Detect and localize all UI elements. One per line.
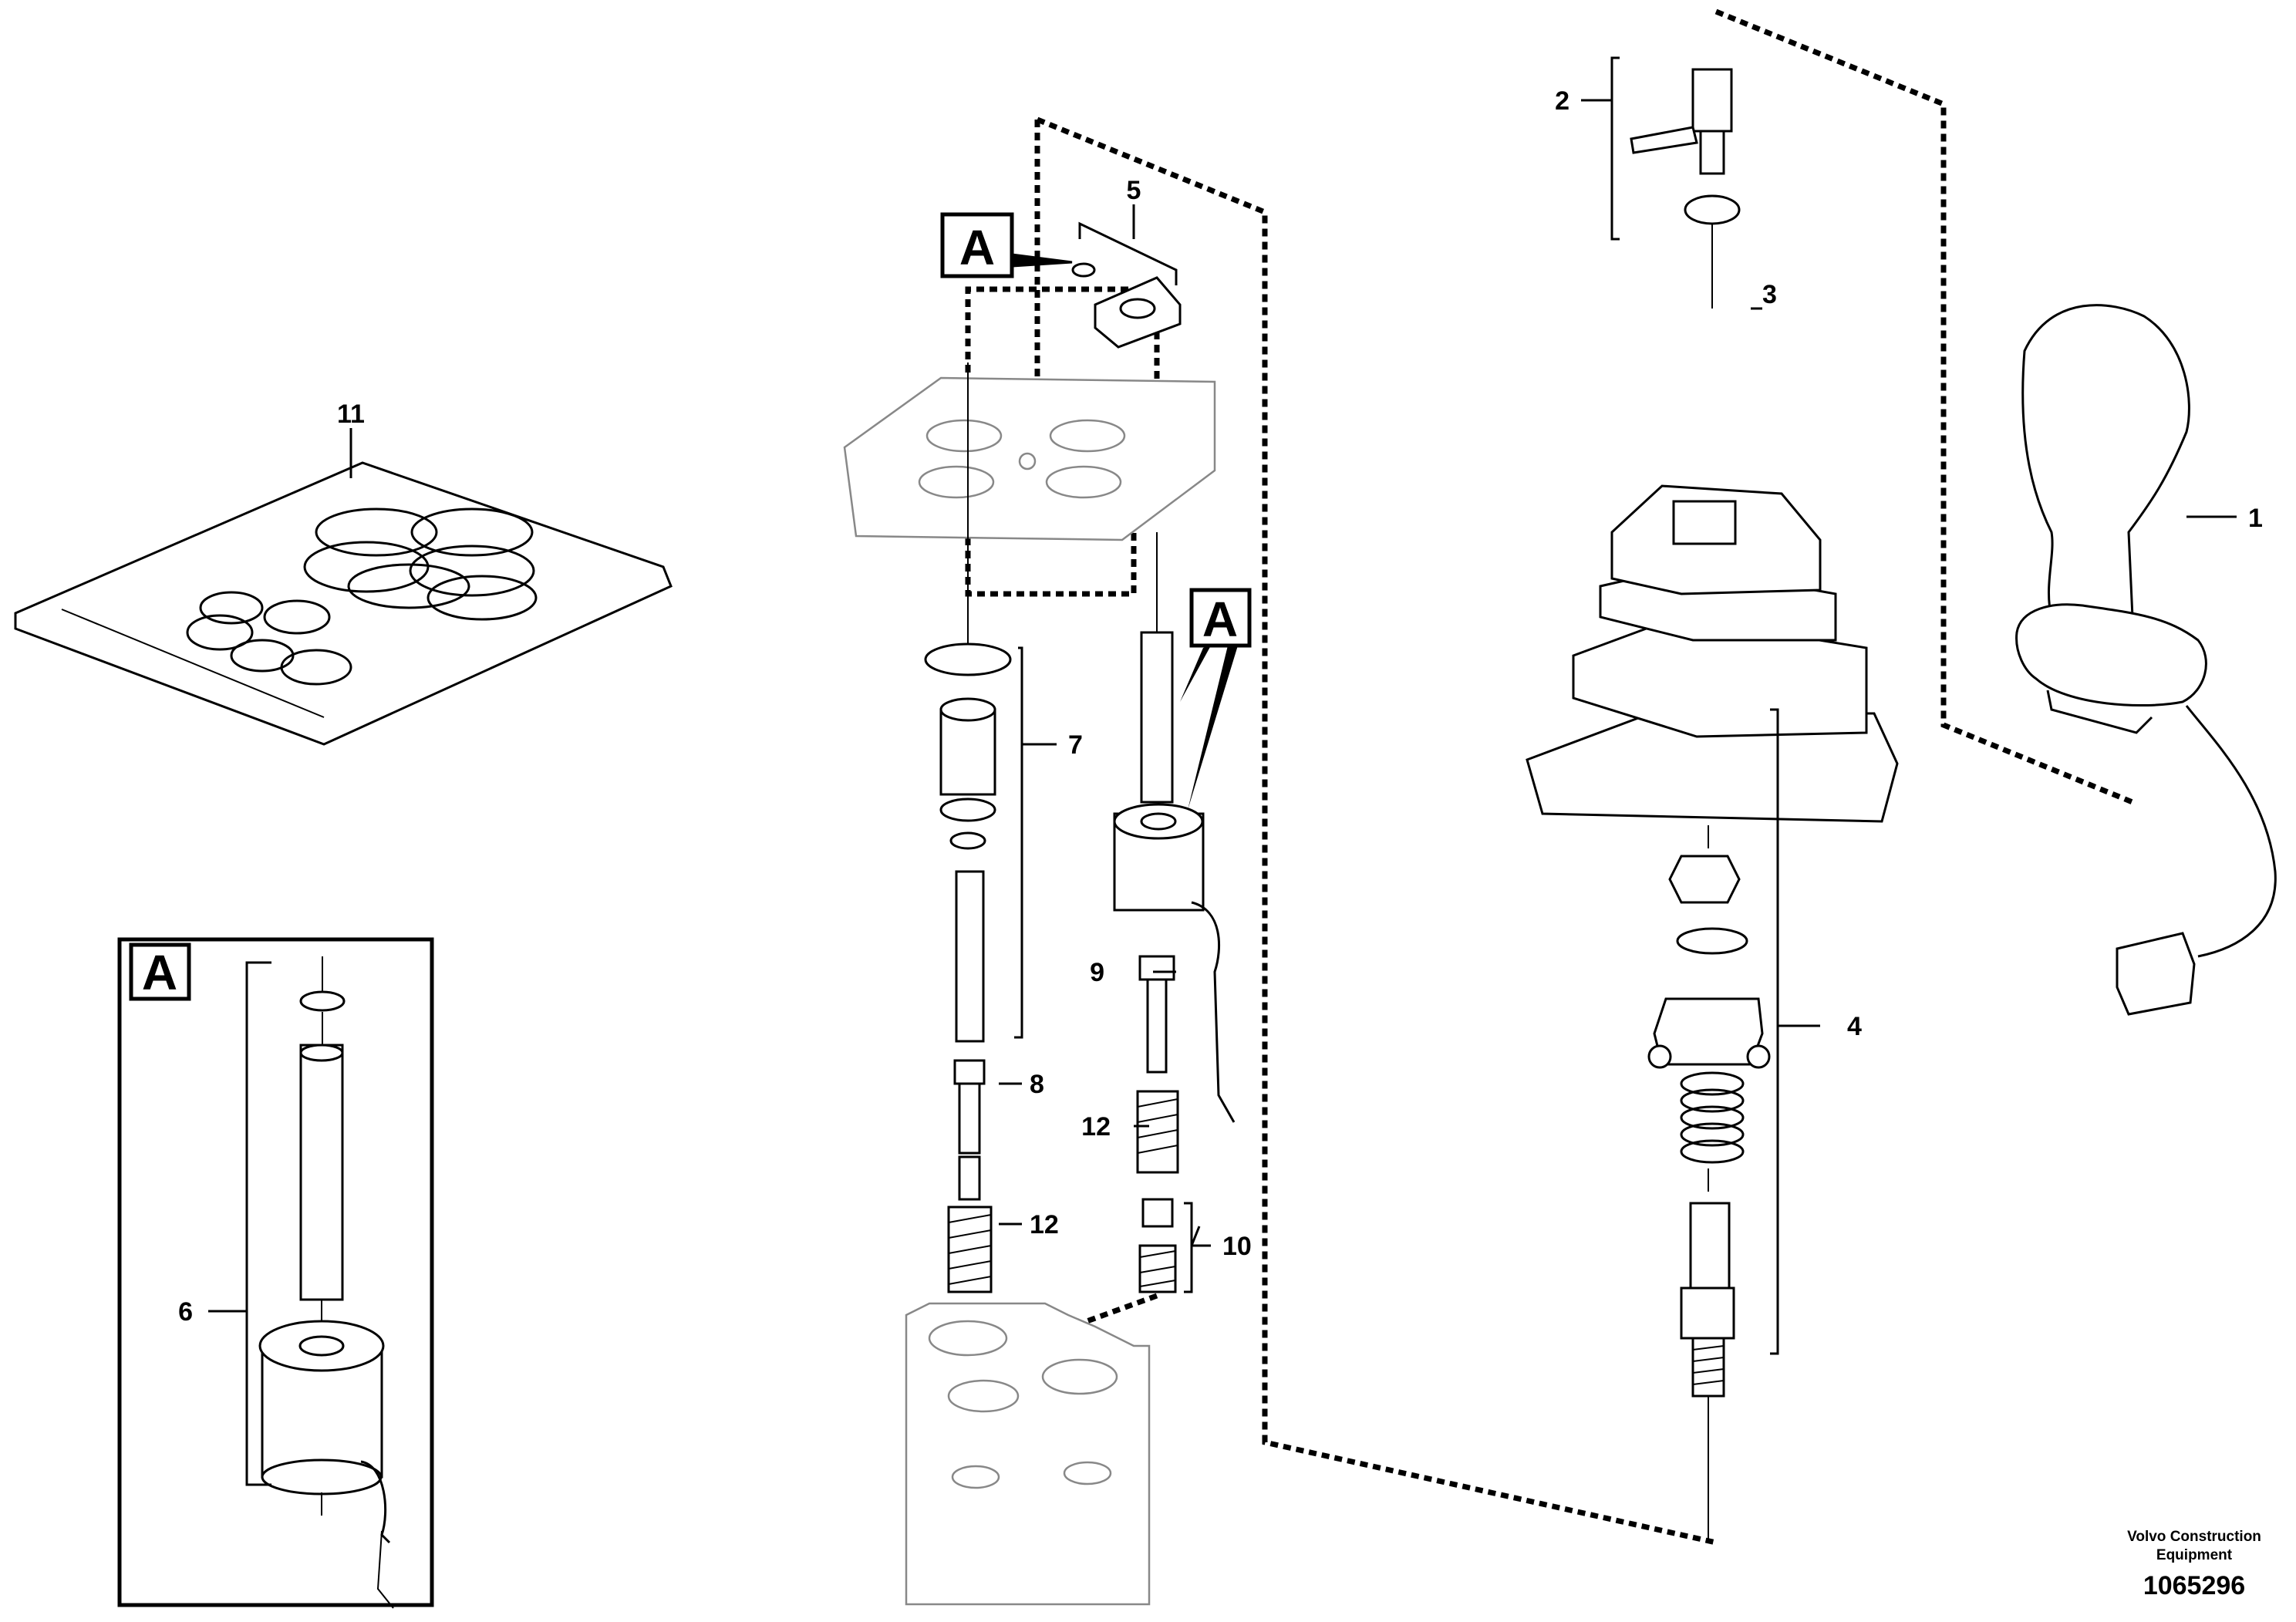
drawing-footer: Volvo Construction Equipment 1065296 bbox=[2127, 1529, 2261, 1600]
callout-5: 5 bbox=[1127, 176, 1141, 205]
detail-ref-right: A bbox=[1202, 592, 1238, 647]
company-name-line1: Volvo Construction bbox=[2127, 1529, 2261, 1545]
callout-10: 10 bbox=[1222, 1232, 1252, 1261]
callout-3: 3 bbox=[1762, 280, 1777, 309]
callout-12-left: 12 bbox=[1030, 1210, 1059, 1239]
detail-reference-labels: A A A bbox=[142, 220, 1238, 1000]
callout-labels: 1 2 3 4 5 6 7 8 9 10 11 12 12 bbox=[178, 86, 2263, 1327]
detail-ref-top: A bbox=[959, 220, 995, 275]
callout-7: 7 bbox=[1068, 730, 1083, 760]
seal-kit-bag bbox=[14, 461, 673, 746]
detail-ref-inset: A bbox=[142, 945, 177, 1000]
joystick-handle bbox=[2015, 304, 2277, 1016]
callout-4: 4 bbox=[1847, 1012, 1862, 1041]
drawing-number: 1065296 bbox=[2143, 1571, 2245, 1600]
callout-6: 6 bbox=[178, 1297, 193, 1327]
valve-stack-assembly bbox=[843, 212, 1252, 1606]
callout-8: 8 bbox=[1030, 1070, 1044, 1099]
callout-11: 11 bbox=[337, 400, 365, 429]
callout-9: 9 bbox=[1090, 958, 1104, 987]
boot-and-shaft-assembly bbox=[1526, 56, 1899, 1543]
callout-leaders bbox=[349, 204, 1762, 1226]
callout-2: 2 bbox=[1555, 86, 1569, 116]
callout-12-right: 12 bbox=[1081, 1112, 1111, 1141]
company-name-line2: Equipment bbox=[2156, 1547, 2233, 1563]
callout-1: 1 bbox=[2248, 504, 2263, 533]
detail-a-inset bbox=[117, 937, 434, 1609]
